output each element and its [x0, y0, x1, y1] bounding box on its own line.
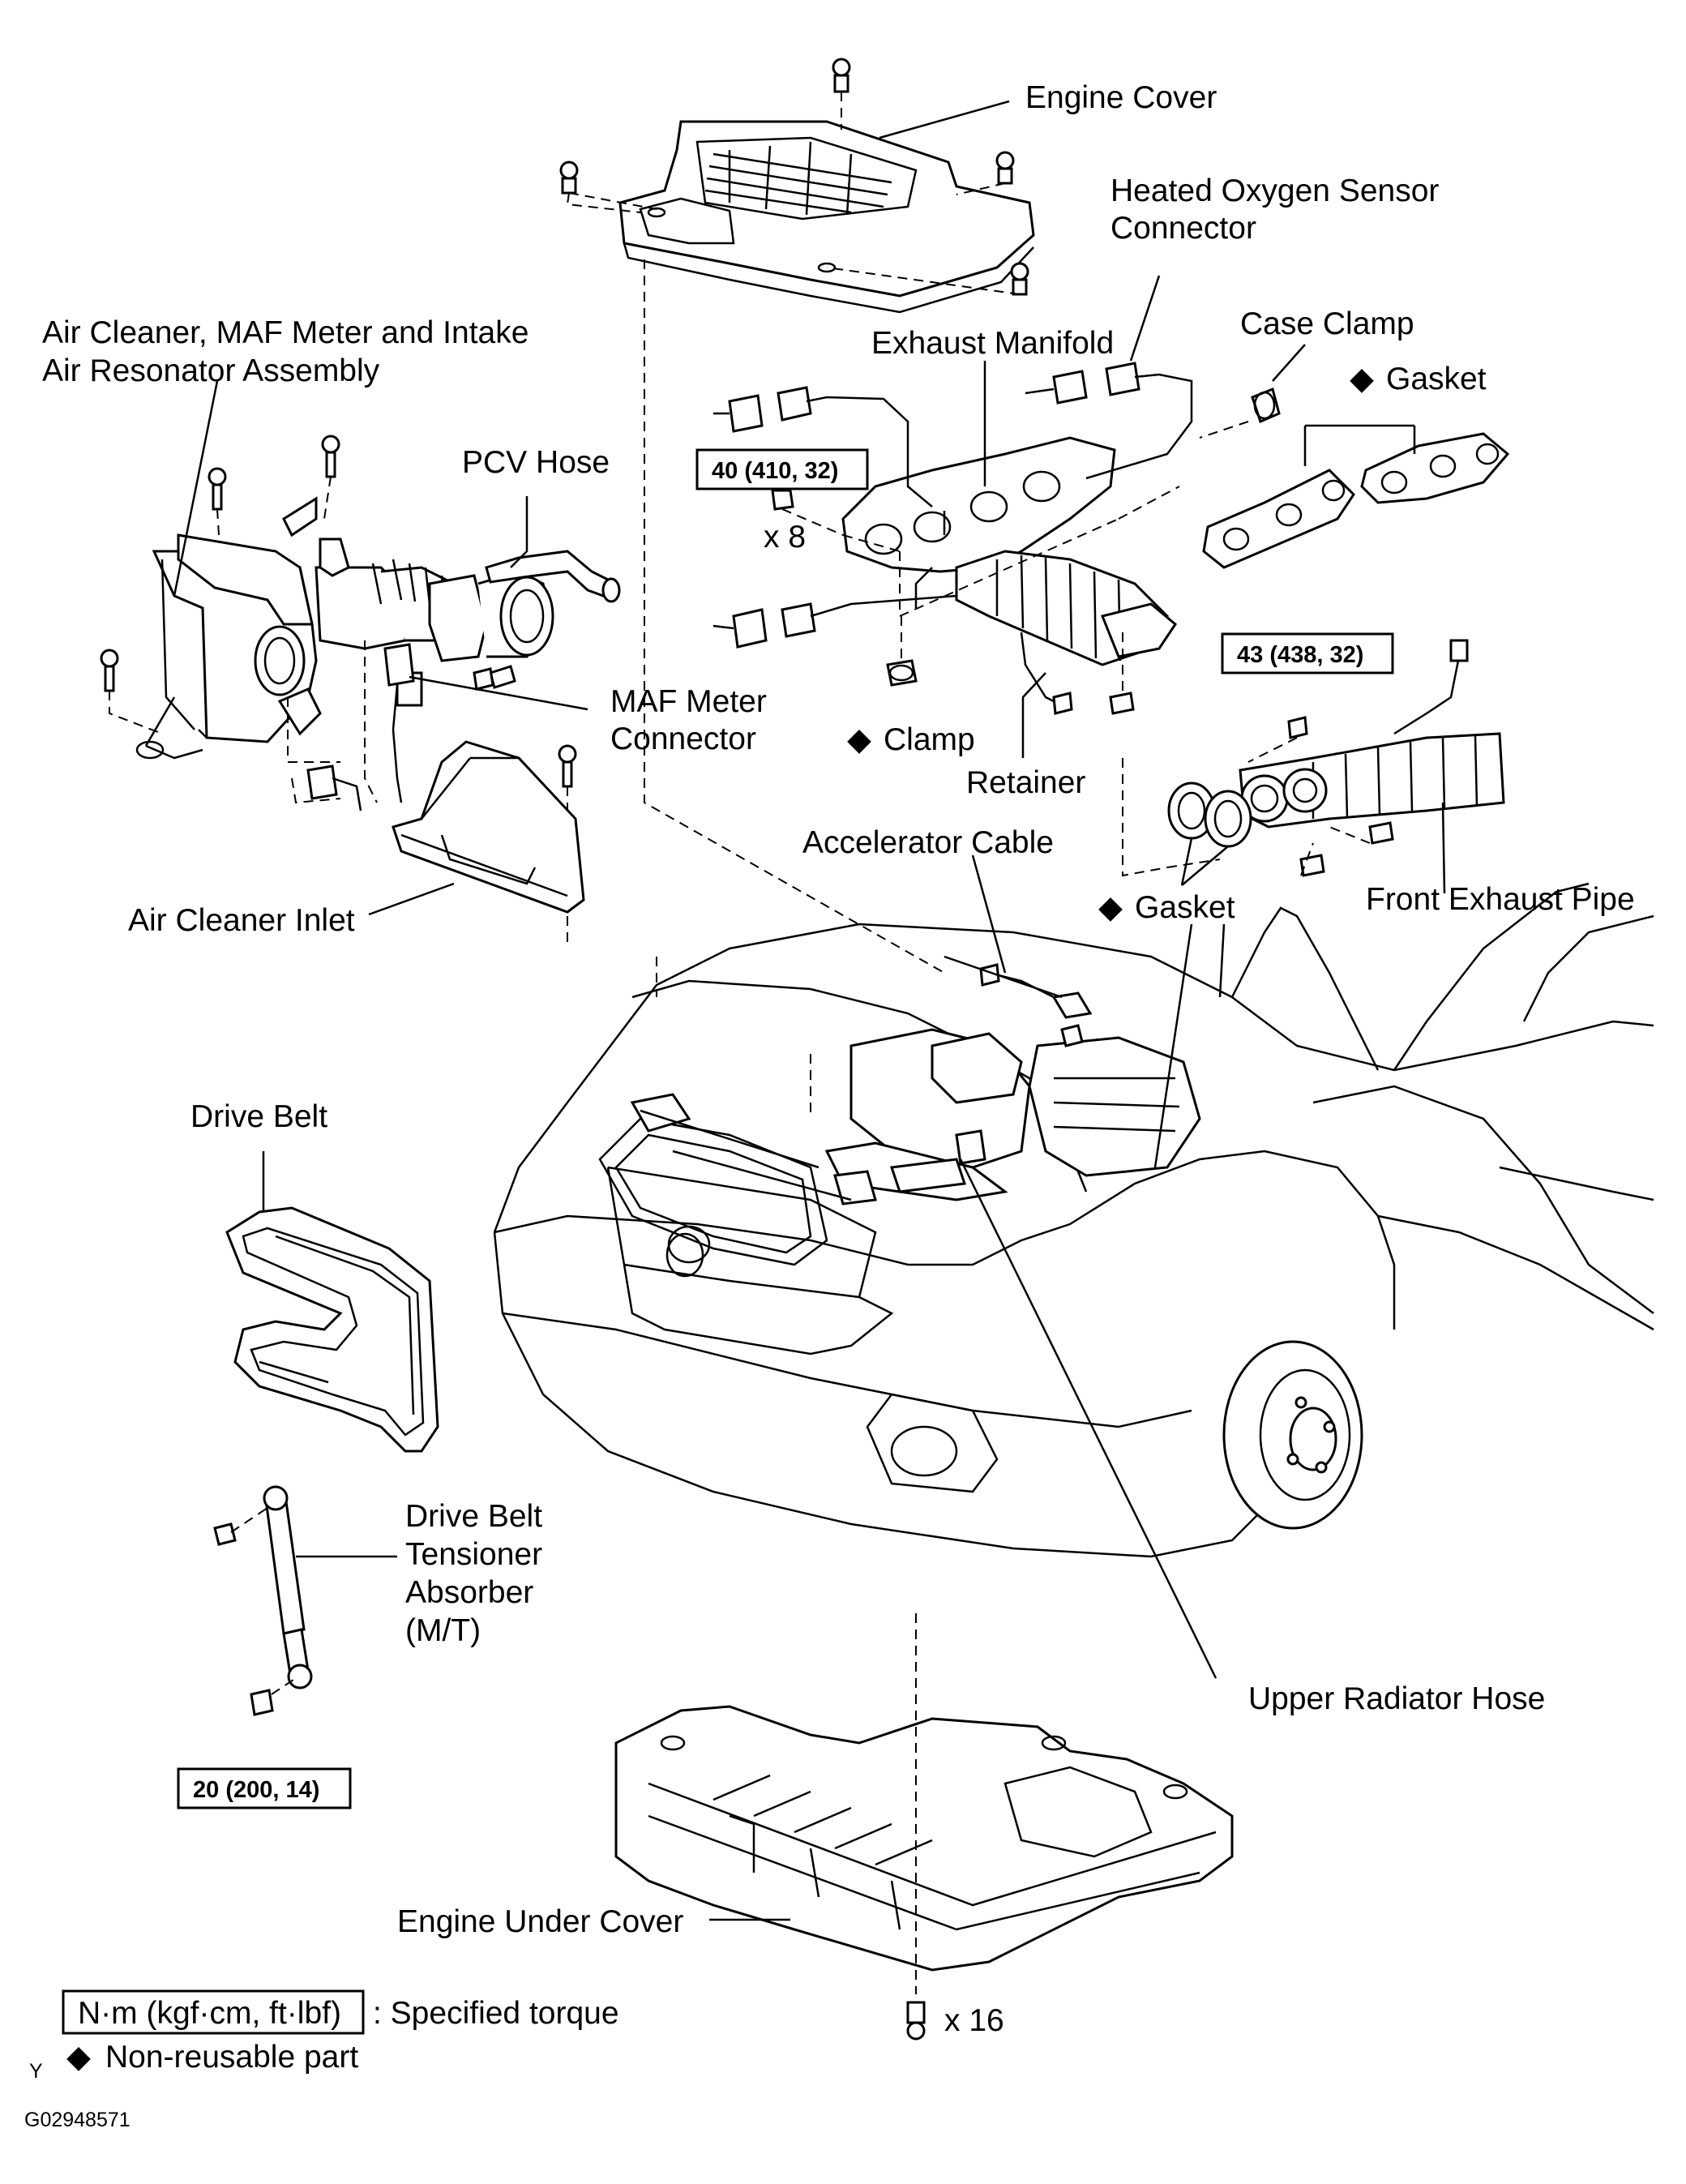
torque-manifold-nut: 40 (410, 32): [712, 458, 838, 484]
label-air-cleaner-assembly: Air Cleaner, MAF Meter and Intake: [42, 315, 528, 350]
retainer-part: [1109, 692, 1135, 715]
drive-belt-part: [225, 1206, 439, 1453]
engine-cover-part: [618, 120, 1035, 314]
label-clamp: Clamp: [884, 722, 975, 757]
nonreusable-mark-clamp: ◆: [847, 722, 871, 757]
label-maf-meter: MAF Meter: [610, 684, 767, 719]
label-accelerator-cable: Accelerator Cable: [802, 825, 1054, 860]
clamp-part: [886, 659, 918, 687]
label-retainer: Retainer: [966, 765, 1085, 800]
label-tensioner-line4: (M/T): [405, 1613, 481, 1648]
label-drive-belt: Drive Belt: [190, 1099, 327, 1134]
torque-box-exhaust-pipe: [1221, 632, 1394, 674]
engine-cover-nuts: [559, 58, 1029, 296]
air-cleaner-assembly-part: [135, 496, 554, 760]
torque-box-manifold: [695, 448, 869, 490]
pcv-hose-part: [485, 550, 621, 603]
label-heated-oxygen-sensor: Heated Oxygen Sensor: [1110, 173, 1439, 208]
label-nut-count: x 8: [764, 520, 806, 555]
label-tensioner-line1: Drive Belt: [405, 1499, 542, 1534]
label-air-cleaner-inlet: Air Cleaner Inlet: [128, 903, 355, 938]
car-body-outline: [493, 882, 1654, 1558]
manifold-gaskets-part: [1202, 432, 1510, 569]
torque-exhaust-pipe-bolt: 43 (438, 32): [1237, 642, 1363, 668]
pipe-gaskets-part: [1167, 782, 1252, 848]
legend-torque-box: [62, 1989, 365, 2035]
exhaust-manifold-part: [841, 436, 1177, 666]
label-bolt-count: x 16: [944, 2003, 1004, 2038]
label-maf-meter-connector: Connector: [610, 722, 756, 756]
label-heated-oxygen-sensor-connector: Connector: [1110, 211, 1256, 246]
footer-mark: Y: [29, 2060, 43, 2083]
legend-torque-desc: : Specified torque: [373, 1996, 619, 2031]
maf-meter-connector-part: [306, 643, 494, 812]
nonreusable-mark-gasket-pipe: ◆: [1098, 890, 1123, 925]
label-upper-radiator-hose: Upper Radiator Hose: [1248, 1681, 1545, 1716]
front-exhaust-pipe-part: [1239, 639, 1505, 877]
label-tensioner-line3: Absorber: [405, 1575, 533, 1610]
label-gasket-pipe: Gasket: [1135, 890, 1235, 925]
label-pcv-hose: PCV Hose: [462, 445, 610, 480]
wheel-hub-part: [1222, 1340, 1363, 1530]
label-air-resonator-assembly: Air Resonator Assembly: [42, 353, 380, 388]
case-clamp-part: [1251, 387, 1281, 424]
air-cleaner-inlet-part: [392, 740, 585, 914]
under-cover-bolt: [906, 2001, 926, 2041]
tensioner-absorber-part: [213, 1485, 313, 1716]
label-tensioner-line2: Tensioner: [405, 1537, 542, 1572]
label-case-clamp: Case Clamp: [1240, 306, 1414, 341]
air-cleaner-bolts: [100, 435, 577, 788]
engine-under-cover-part: [614, 1705, 1234, 1972]
label-gasket-manifold: Gasket: [1386, 362, 1487, 396]
label-engine-cover: Engine Cover: [1025, 80, 1217, 115]
label-exhaust-manifold: Exhaust Manifold: [871, 326, 1114, 361]
oxygen-sensor-connectors: [712, 362, 1193, 715]
nonreusable-mark-gasket-manifold: ◆: [1350, 362, 1374, 396]
engine-bay-components: [630, 963, 1201, 1205]
grille-and-logo: [598, 1117, 828, 1266]
torque-box-tensioner: [177, 1767, 352, 1809]
torque-tensioner-bolt: 20 (200, 14): [193, 1777, 319, 1803]
legend-nonreusable-mark: ◆: [66, 2040, 91, 2075]
label-engine-under-cover: Engine Under Cover: [397, 1904, 683, 1939]
figure-id: G02948571: [24, 2109, 131, 2131]
label-front-exhaust-pipe: Front Exhaust Pipe: [1366, 882, 1635, 917]
legend-nonreusable-desc: Non-reusable part: [105, 2040, 358, 2075]
legend-torque-unit: N·m (kgf·cm, ft·lbf): [78, 1996, 341, 2031]
